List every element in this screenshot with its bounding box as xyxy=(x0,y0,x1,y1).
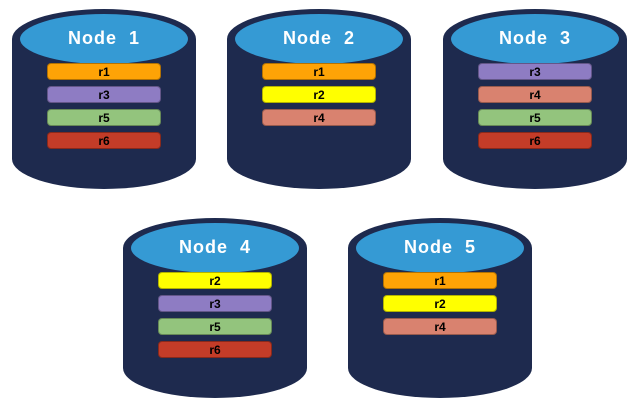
replica-bar-r4: r4 xyxy=(478,86,592,103)
replica-bar-r4: r4 xyxy=(383,318,497,335)
replica-bar-r1: r1 xyxy=(383,272,497,289)
replica-bar-r2: r2 xyxy=(262,86,376,103)
replica-bar-r5: r5 xyxy=(47,109,161,126)
replica-list: r1 r2 r4 xyxy=(227,63,411,126)
node-3: Node 3 r3 r4 r5 r6 xyxy=(443,7,627,191)
replica-bar-r5: r5 xyxy=(158,318,272,335)
replica-list: r1 r2 r4 xyxy=(348,272,532,335)
replica-bar-r4: r4 xyxy=(262,109,376,126)
replica-bar-r3: r3 xyxy=(478,63,592,80)
replica-bar-r6: r6 xyxy=(478,132,592,149)
node-2: Node 2 r1 r2 r4 xyxy=(227,7,411,191)
replica-bar-r6: r6 xyxy=(158,341,272,358)
replica-bar-r2: r2 xyxy=(383,295,497,312)
node-1: Node 1 r1 r3 r5 r6 xyxy=(12,7,196,191)
replica-bar-r3: r3 xyxy=(47,86,161,103)
replica-bar-r1: r1 xyxy=(47,63,161,80)
node-title: Node 1 xyxy=(67,28,140,48)
node-title: Node 2 xyxy=(282,28,355,48)
replica-bar-r2: r2 xyxy=(158,272,272,289)
replica-list: r2 r3 r5 r6 xyxy=(123,272,307,358)
node-5: Node 5 r1 r2 r4 xyxy=(348,216,532,400)
replica-bar-r1: r1 xyxy=(262,63,376,80)
replica-list: r1 r3 r5 r6 xyxy=(12,63,196,149)
replica-bar-r3: r3 xyxy=(158,295,272,312)
replica-bar-r6: r6 xyxy=(47,132,161,149)
node-title: Node 5 xyxy=(403,237,476,257)
node-title: Node 3 xyxy=(498,28,571,48)
replica-bar-r5: r5 xyxy=(478,109,592,126)
node-title: Node 4 xyxy=(178,237,251,257)
replica-list: r3 r4 r5 r6 xyxy=(443,63,627,149)
node-4: Node 4 r2 r3 r5 r6 xyxy=(123,216,307,400)
